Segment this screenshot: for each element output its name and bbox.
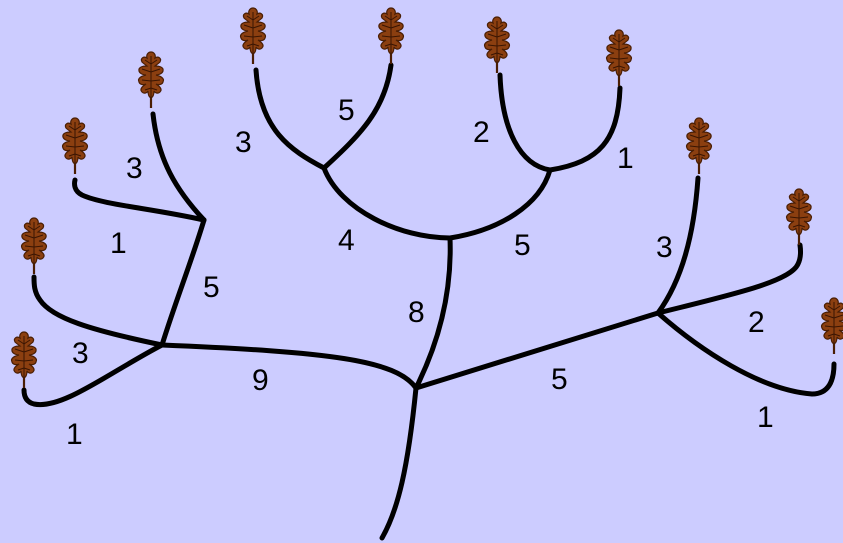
branches: [21, 62, 837, 541]
weight-label-trunk-center: 8: [408, 296, 425, 329]
weight-label-left-lower-b: 1: [66, 418, 83, 451]
oak-leaf-icon: [377, 6, 405, 66]
oak-leaf-icon: [605, 28, 633, 88]
weight-label-left-upper-a: 3: [126, 152, 143, 185]
weight-label-center-right-a: 2: [473, 116, 490, 149]
center-left-branch: [321, 165, 453, 241]
weight-label-trunk-right: 5: [551, 363, 568, 396]
weight-label-center-right-b: 1: [617, 142, 634, 175]
right-a-branch: [655, 175, 701, 316]
left-lower-b-branch: [21, 342, 165, 408]
center-right-branch: [447, 167, 553, 241]
weight-label-right-a: 3: [656, 231, 673, 264]
trunk-right-branch: [413, 310, 661, 391]
oak-leaf-icon: [820, 296, 843, 356]
weight-label-center-left: 4: [338, 224, 355, 257]
weight-label-left-upper-b: 1: [110, 227, 127, 260]
trunk-branch: [379, 385, 419, 541]
oak-leaf-icon: [239, 6, 267, 66]
left-lower-a-branch: [31, 274, 165, 348]
oak-leaf-icon: [137, 50, 165, 110]
weight-label-center-left-b: 5: [338, 94, 355, 127]
weight-label-trunk-left: 9: [252, 364, 269, 397]
weight-label-left-lower-a: 3: [72, 337, 89, 370]
center-left-b-branch: [321, 62, 394, 171]
edge-labels: 9 8 5 5 3 1 3 1 4 5 3 5 2 1 3 2 1: [66, 94, 774, 451]
oak-leaf-icon: [685, 116, 713, 176]
oak-leaf-icon: [61, 116, 89, 176]
leaves: [10, 6, 843, 390]
weight-label-left-upper: 5: [203, 271, 220, 304]
weight-label-right-c: 1: [757, 401, 774, 434]
center-right-b-branch: [547, 85, 623, 173]
oak-leaf-icon: [785, 187, 813, 247]
oak-leaf-icon: [20, 216, 48, 276]
oak-leaf-icon: [483, 15, 511, 75]
left-upper-branch: [159, 217, 207, 348]
center-left-a-branch: [253, 67, 327, 171]
right-c-branch: [655, 310, 837, 397]
trunk-left-branch: [159, 342, 419, 391]
oak-leaf-icon: [10, 330, 38, 390]
left-upper-b-branch: [72, 177, 207, 223]
center-right-a-branch: [497, 72, 553, 173]
weight-label-center-left-a: 3: [235, 126, 252, 159]
trunk-center-branch: [413, 235, 453, 391]
right-b-branch: [655, 242, 804, 316]
weight-label-right-b: 2: [748, 306, 765, 339]
left-upper-a-branch: [150, 111, 207, 223]
weight-label-center-right: 5: [514, 229, 531, 262]
